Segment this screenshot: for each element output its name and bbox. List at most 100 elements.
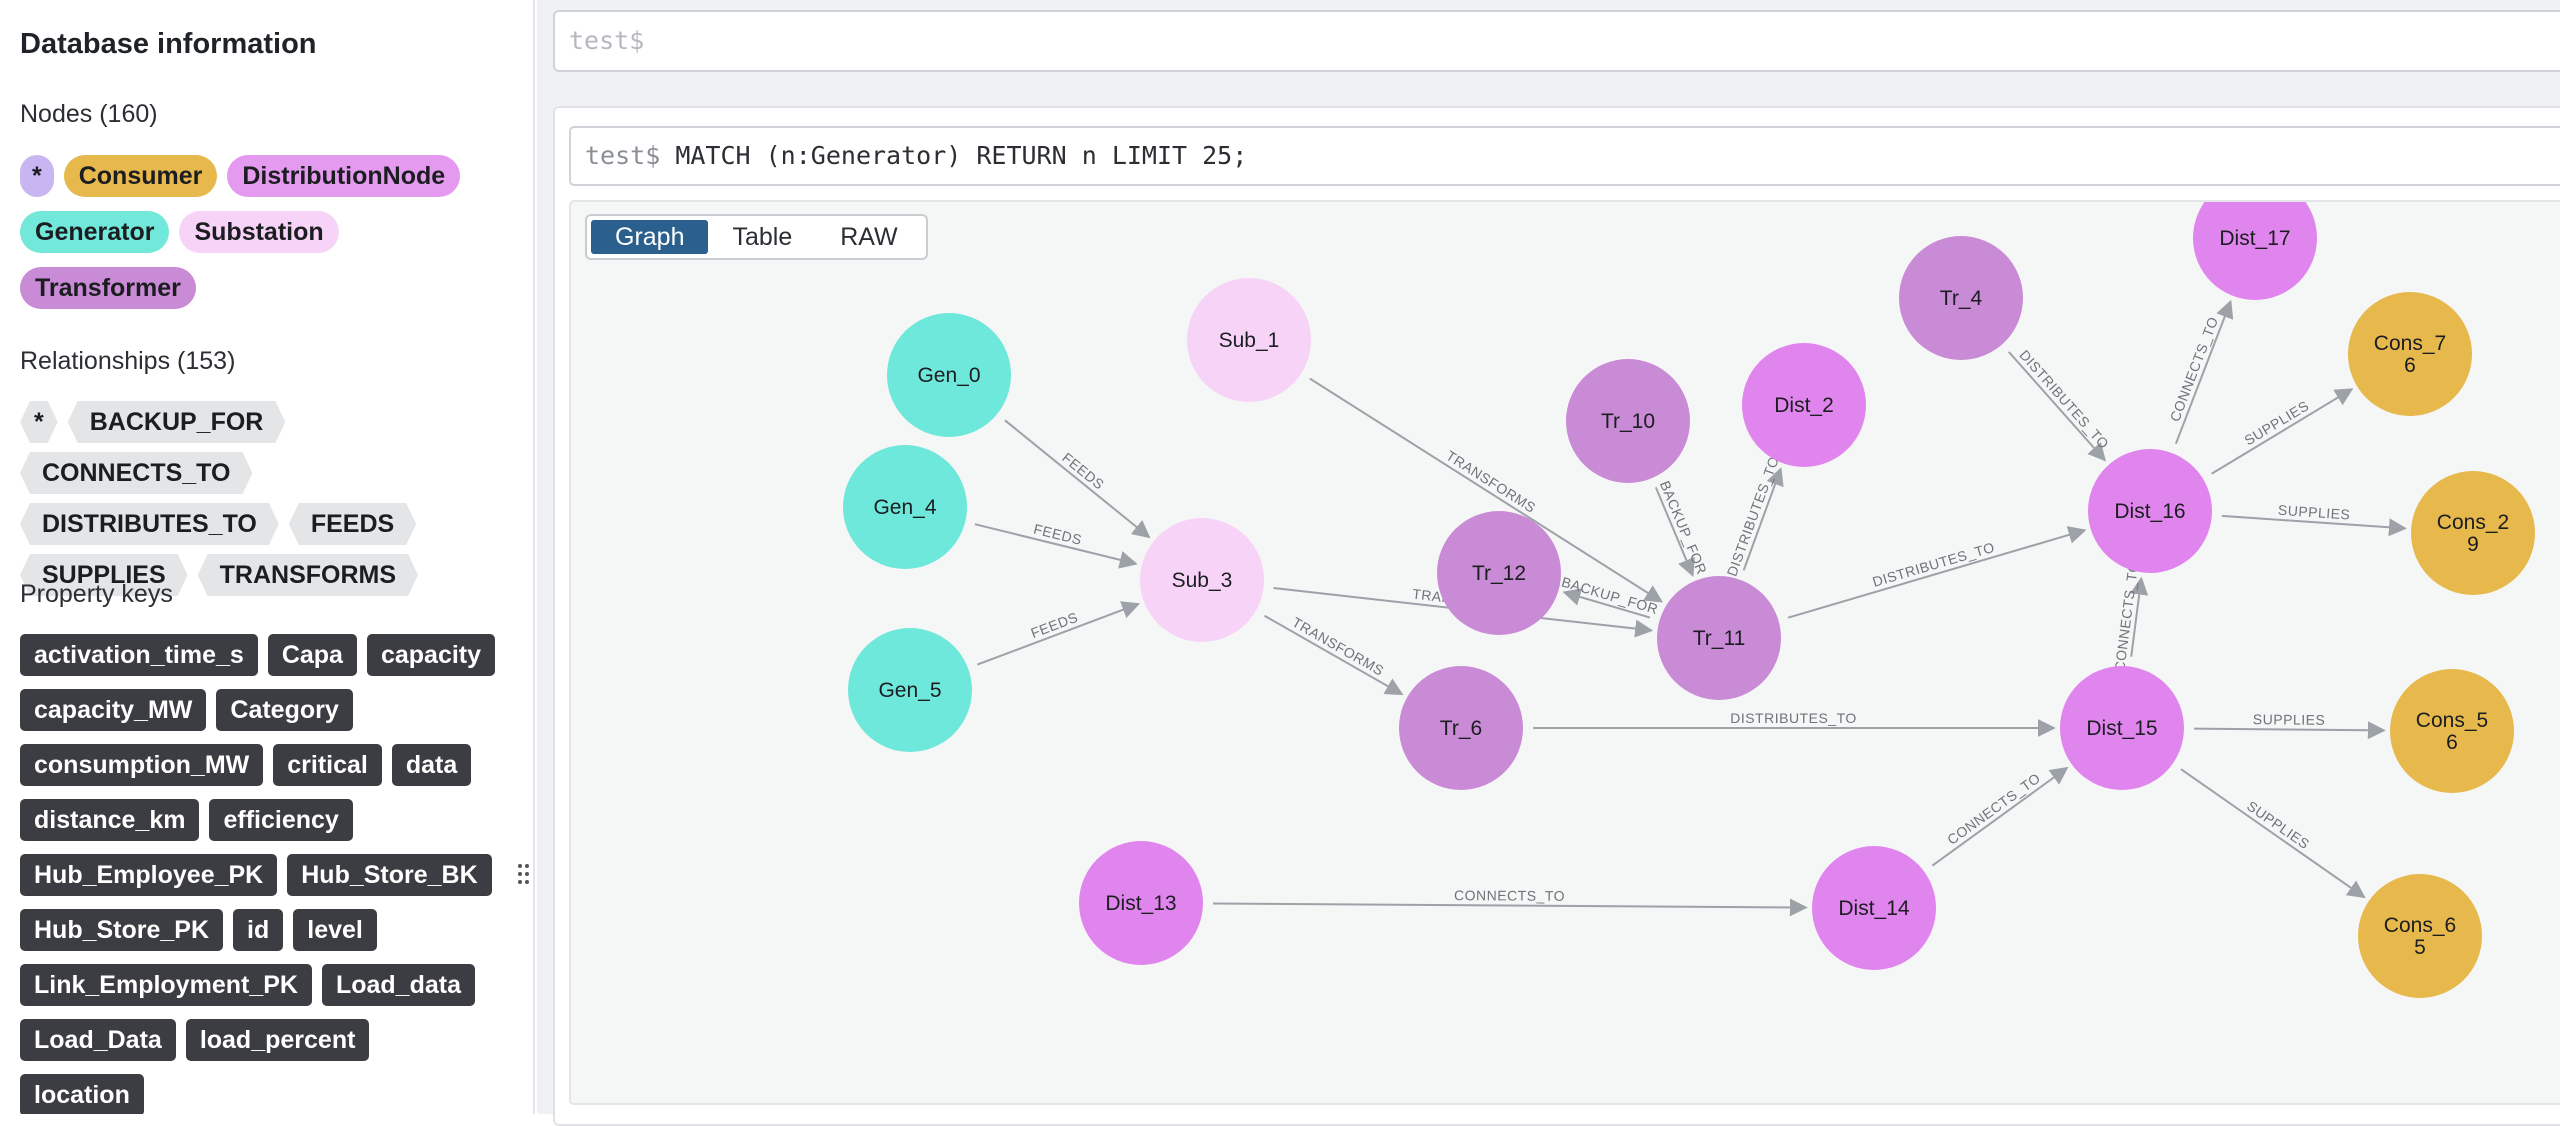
- node-label-chip-distributionnode[interactable]: DistributionNode: [227, 155, 461, 197]
- relationship-edge[interactable]: TRANSFORMS: [1264, 614, 1404, 696]
- property-key-chip[interactable]: efficiency: [209, 799, 353, 841]
- relationship-edge[interactable]: BACKUP_FOR: [1560, 574, 1660, 619]
- relationship-chip-distributes-to[interactable]: DISTRIBUTES_TO: [20, 503, 279, 545]
- node-circle[interactable]: [1657, 576, 1781, 700]
- property-key-chip[interactable]: Category: [216, 689, 353, 731]
- property-key-chip[interactable]: Hub_Store_PK: [20, 909, 224, 951]
- relationship-edge[interactable]: CONNECTS_TO: [2111, 560, 2149, 672]
- property-key-chip[interactable]: capacity: [366, 634, 496, 676]
- node-circle[interactable]: [1742, 343, 1866, 467]
- node-circle[interactable]: [1399, 666, 1523, 790]
- relationship-chip-feeds[interactable]: FEEDS: [289, 503, 416, 545]
- node-circle[interactable]: [2348, 292, 2472, 416]
- graph-node-dist-2[interactable]: Dist_2: [1742, 343, 1866, 467]
- edge-line[interactable]: [1309, 377, 1664, 603]
- edge-line[interactable]: [1562, 588, 1651, 619]
- edge-line[interactable]: [2221, 514, 2407, 537]
- node-circle[interactable]: [2358, 874, 2482, 998]
- relationship-chip-all[interactable]: *: [20, 401, 58, 443]
- relationship-edge[interactable]: CONNECTS_TO: [1212, 887, 1808, 917]
- graph-node-dist-13[interactable]: Dist_13: [1079, 841, 1203, 965]
- relationship-edge[interactable]: DISTRIBUTES_TO: [1724, 454, 1784, 578]
- edge-line[interactable]: [2130, 576, 2149, 657]
- tab-table[interactable]: Table: [732, 223, 793, 251]
- edge-line[interactable]: [1264, 614, 1404, 696]
- relationship-chip-backup-for[interactable]: BACKUP_FOR: [68, 401, 286, 443]
- graph-node-sub-1[interactable]: Sub_1: [1187, 278, 1311, 402]
- edge-line[interactable]: [974, 523, 1138, 569]
- relationship-edge[interactable]: DISTRIBUTES_TO: [1787, 526, 2087, 619]
- property-key-chip[interactable]: data: [391, 744, 472, 786]
- property-key-chip[interactable]: critical: [273, 744, 382, 786]
- graph-node-dist-15[interactable]: Dist_15: [2060, 666, 2184, 790]
- edge-line[interactable]: [2193, 721, 2386, 740]
- edge-line[interactable]: [977, 601, 1141, 666]
- graph-node-dist-16[interactable]: Dist_16: [2088, 449, 2212, 573]
- node-circle[interactable]: [1079, 841, 1203, 965]
- graph-node-cons-5[interactable]: Cons_56: [2390, 669, 2514, 793]
- graph-node-gen-5[interactable]: Gen_5: [848, 628, 972, 752]
- edge-line[interactable]: [1654, 487, 1695, 577]
- node-circle[interactable]: [1566, 359, 1690, 483]
- relationship-edge[interactable]: FEEDS: [974, 521, 1138, 569]
- relationship-edge[interactable]: FEEDS: [977, 601, 1141, 666]
- relationship-chip-connects-to[interactable]: CONNECTS_TO: [20, 452, 252, 494]
- query-editor[interactable]: test$: [553, 10, 2560, 72]
- graph-node-gen-4[interactable]: Gen_4: [843, 445, 967, 569]
- property-key-chip[interactable]: Hub_Employee_PK: [20, 854, 278, 896]
- property-key-chip[interactable]: distance_km: [20, 799, 200, 841]
- relationship-edge[interactable]: SUPPLIES: [2211, 388, 2354, 475]
- relationship-edge[interactable]: BACKUP_FOR: [1654, 478, 1710, 577]
- property-key-chip[interactable]: Hub_Store_BK: [287, 854, 492, 896]
- graph-node-cons-6[interactable]: Cons_65: [2358, 874, 2482, 998]
- edge-line[interactable]: [1742, 467, 1784, 571]
- node-circle[interactable]: [1140, 518, 1264, 642]
- graph-node-tr-6[interactable]: Tr_6: [1399, 666, 1523, 790]
- edge-line[interactable]: [1787, 526, 2087, 619]
- property-key-chip[interactable]: Link_Employment_PK: [20, 964, 312, 1006]
- edge-line[interactable]: [2211, 388, 2354, 475]
- graph-node-tr-10[interactable]: Tr_10: [1566, 359, 1690, 483]
- node-circle[interactable]: [843, 445, 967, 569]
- node-circle[interactable]: [1812, 846, 1936, 970]
- graph-canvas[interactable]: FEEDSFEEDSFEEDSTRANSFORMSTRANSFORMSTRANS…: [569, 200, 2560, 1105]
- tab-raw[interactable]: RAW: [840, 223, 898, 251]
- edge-line[interactable]: [1004, 419, 1151, 539]
- edge-line[interactable]: [2180, 768, 2366, 899]
- node-label-chip-generator[interactable]: Generator: [20, 211, 170, 253]
- relationship-edge[interactable]: CONNECTS_TO: [1931, 766, 2069, 867]
- graph-node-gen-0[interactable]: Gen_0: [887, 313, 1011, 437]
- tab-graph[interactable]: Graph: [591, 220, 709, 254]
- relationship-edge[interactable]: SUPPLIES: [2180, 768, 2366, 899]
- graph-node-cons-7[interactable]: Cons_76: [2348, 292, 2472, 416]
- edge-line[interactable]: [1212, 898, 1808, 917]
- node-circle[interactable]: [1899, 236, 2023, 360]
- resize-handle-icon[interactable]: [516, 862, 532, 886]
- relationship-edge[interactable]: DISTRIBUTES_TO: [2008, 347, 2112, 462]
- relationship-chip-supplies[interactable]: SUPPLIES: [20, 554, 188, 596]
- node-circle[interactable]: [2193, 200, 2317, 300]
- node-circle[interactable]: [887, 313, 1011, 437]
- node-circle[interactable]: [2390, 669, 2514, 793]
- node-label-chip-consumer[interactable]: Consumer: [63, 155, 218, 197]
- property-key-chip[interactable]: load_percent: [185, 1019, 370, 1061]
- relationship-edge[interactable]: SUPPLIES: [2221, 502, 2407, 537]
- edge-line[interactable]: [2008, 351, 2107, 462]
- node-label-chip-substation[interactable]: Substation: [179, 211, 339, 253]
- node-label-chip-transformer[interactable]: Transformer: [20, 267, 196, 309]
- property-key-chip[interactable]: id: [233, 909, 284, 951]
- graph-node-cons-2[interactable]: Cons_29: [2411, 471, 2535, 595]
- property-key-chip[interactable]: location: [20, 1074, 144, 1114]
- node-circle[interactable]: [1437, 511, 1561, 635]
- property-key-chip[interactable]: consumption_MW: [20, 744, 264, 786]
- graph-node-tr-11[interactable]: Tr_11: [1657, 576, 1781, 700]
- node-label-chip-all[interactable]: *: [20, 155, 54, 197]
- property-key-chip[interactable]: level: [293, 909, 377, 951]
- edge-line[interactable]: [2174, 299, 2234, 445]
- graph-node-dist-17[interactable]: Dist_17: [2193, 200, 2317, 300]
- graph-node-tr-4[interactable]: Tr_4: [1899, 236, 2023, 360]
- node-circle[interactable]: [848, 628, 972, 752]
- property-key-chip[interactable]: activation_time_s: [20, 634, 258, 676]
- graph-node-tr-12[interactable]: Tr_12: [1437, 511, 1561, 635]
- frame-query-bar[interactable]: test$ MATCH (n:Generator) RETURN n LIMIT…: [569, 126, 2560, 186]
